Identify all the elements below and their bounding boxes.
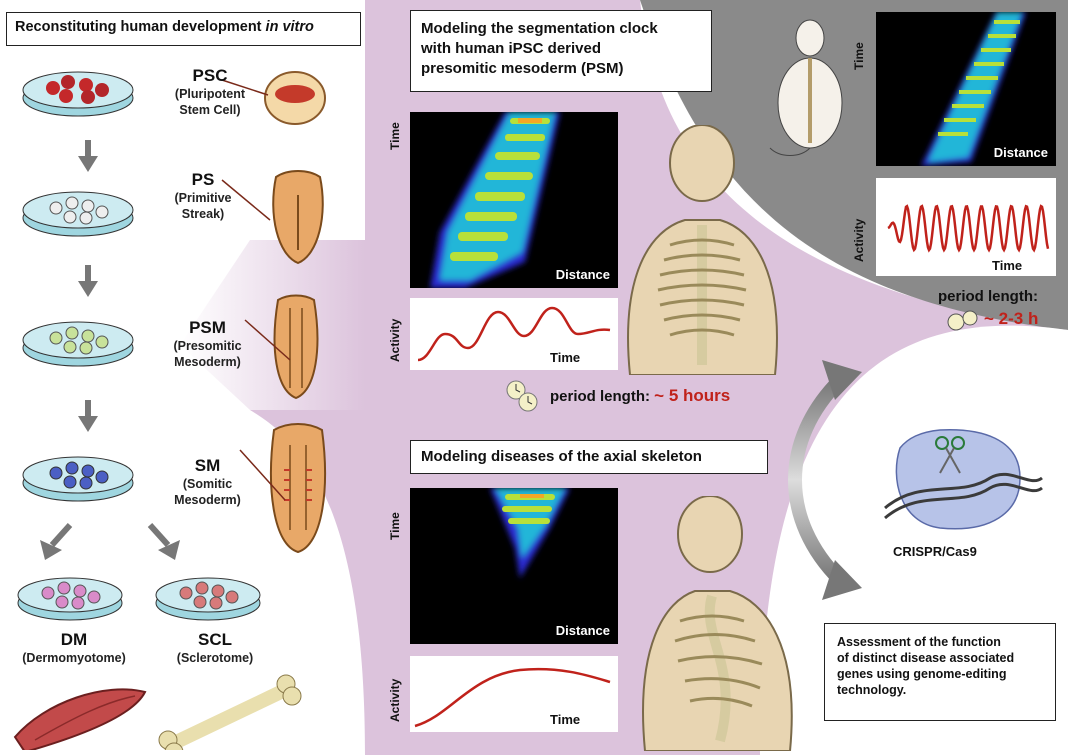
dm-abbr: DM <box>60 630 88 649</box>
dish-sm <box>22 456 134 502</box>
crispr-illustration <box>884 429 1043 530</box>
stage-sm-name-2: Mesoderm) <box>174 493 241 507</box>
plot-disease-activity-label: Activity <box>388 678 402 722</box>
crispr-label: CRISPR/Cas9 <box>893 544 977 559</box>
activity-plot-center: Time <box>410 298 618 370</box>
dish-ps <box>22 191 134 237</box>
psc-connector <box>221 79 269 96</box>
stage-ps-name-1: (Primitive <box>174 191 232 205</box>
segmentation-title-2: with human iPSC derived <box>421 40 602 57</box>
clock-icon <box>506 380 538 412</box>
kymo-right-distance-label: Distance <box>993 145 1048 160</box>
stage-ps-abbr: PS <box>191 170 215 189</box>
segmentation-title-1: Modeling the segmentation clock <box>421 20 658 37</box>
scl-label: SCL (Sclerotome) <box>160 630 270 666</box>
left-title-box: Reconstituting human development in vitr… <box>6 12 361 46</box>
dish-psc <box>22 71 134 117</box>
stage-psc-name-1: (Pluripotent <box>174 87 246 101</box>
stage-ps-name-2: Streak) <box>181 207 225 221</box>
dm-label: DM (Dermomyotome) <box>14 630 134 666</box>
center-period-length: period length: ~ 5 hours <box>550 386 730 406</box>
assessment-line-3: genes using genome-editing <box>837 667 1007 681</box>
torso-scoliosis <box>642 496 793 751</box>
stage-sm-name-1: (Somitic <box>182 477 233 491</box>
segmentation-title-box: Modeling the segmentation clock with hum… <box>410 10 712 92</box>
left-title-em: in vitro <box>265 19 314 35</box>
stage-psm-name-2: Mesoderm) <box>174 355 241 369</box>
right-period-label: period length: <box>938 288 1038 305</box>
plot-center-time-label: Time <box>550 350 581 365</box>
disease-title: Modeling diseases of the axial skeleton <box>421 448 702 465</box>
stage-psc-label: PSC (Pluripotent Stem Cell) <box>170 66 250 118</box>
kymo-disease-time-label: Time <box>388 512 402 540</box>
dish-scl <box>155 577 261 621</box>
plot-right-activity-label: Activity <box>852 218 866 262</box>
pointing-arrow <box>180 240 365 410</box>
stage-psm-label: PSM (Presomitic Mesoderm) <box>160 318 255 370</box>
assessment-line-4: technology. <box>837 683 907 697</box>
kymograph-center: Distance <box>410 112 618 288</box>
clock-icon-right <box>947 310 978 331</box>
assessment-box: Assessment of the function of distinct d… <box>824 623 1056 721</box>
kymograph-disease: Distance <box>410 488 618 644</box>
mouse-illustration <box>769 19 843 156</box>
embryo-psc <box>264 71 326 125</box>
stage-ps-label: PS (Primitive Streak) <box>168 170 238 222</box>
assessment-line-2: of distinct disease associated <box>837 651 1015 665</box>
embryo-ps <box>272 170 324 265</box>
panel-left-curve <box>250 0 365 240</box>
embryo-psm <box>273 294 319 400</box>
torso-normal <box>627 125 778 375</box>
kymo-disease-distance-label: Distance <box>555 623 610 638</box>
center-period-value: ~ 5 hours <box>654 386 731 405</box>
stage-psm-abbr: PSM <box>189 318 226 337</box>
plot-right-time-label: Time <box>992 258 1023 273</box>
kymo-center-time-label: Time <box>388 122 402 150</box>
kymo-right-time-label: Time <box>852 42 866 70</box>
psm-connector <box>244 319 291 361</box>
kymo-center-distance-label: Distance <box>555 267 610 282</box>
activity-plot-right: Time <box>876 178 1056 276</box>
right-period-value: ~ 2-3 h <box>984 309 1039 328</box>
dish-psm <box>22 321 134 367</box>
scissors-icon <box>935 436 965 474</box>
stage-psm-name-1: (Presomitic <box>173 339 242 353</box>
dish-column <box>13 71 326 750</box>
stage-sm-label: SM (Somitic Mesoderm) <box>160 456 255 508</box>
curved-double-arrow <box>788 375 845 585</box>
stage-psc-name-2: Stem Cell) <box>179 103 241 117</box>
plot-center-activity-label: Activity <box>388 318 402 362</box>
dish-dm <box>17 577 123 621</box>
sm-connector <box>239 449 286 501</box>
bone-illustration <box>158 674 302 750</box>
segmentation-title-3: presomitic mesoderm (PSM) <box>421 60 624 77</box>
embryo-sm <box>270 423 326 554</box>
plot-disease-time-label: Time <box>550 712 581 727</box>
dm-name: (Dermomyotome) <box>22 651 126 665</box>
scl-abbr: SCL <box>198 630 232 649</box>
muscle-illustration <box>13 688 147 750</box>
assessment-line-1: Assessment of the function <box>837 635 1001 649</box>
disease-title-box: Modeling diseases of the axial skeleton <box>410 440 768 474</box>
ps-connector <box>221 179 271 221</box>
stage-sm-abbr: SM <box>194 456 221 475</box>
activity-plot-disease: Time <box>410 656 618 732</box>
stage-psc-abbr: PSC <box>192 66 228 85</box>
left-title: Reconstituting human development <box>15 19 266 35</box>
scl-name: (Sclerotome) <box>176 651 254 665</box>
center-period-prefix: period length: <box>550 388 655 405</box>
kymograph-right: Distance <box>876 12 1056 166</box>
